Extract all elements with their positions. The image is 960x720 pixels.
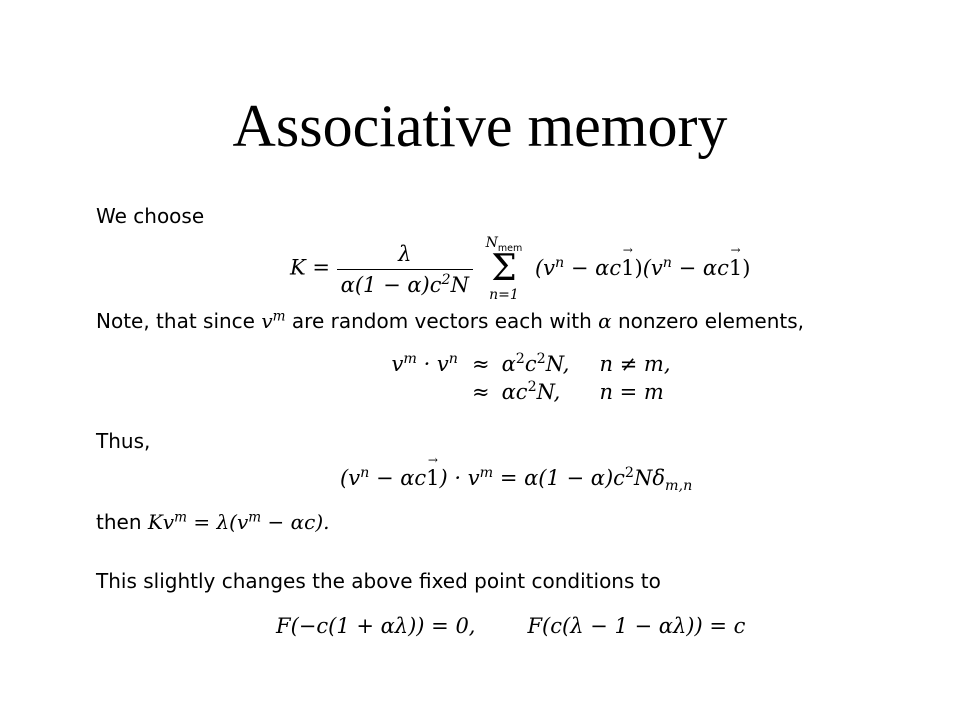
- approx-op-2: ≈: [472, 380, 490, 404]
- lhs-v1: v: [391, 352, 404, 376]
- lhs-sup1: m: [403, 351, 417, 367]
- eq-k-term2: (vn − αc1): [642, 243, 751, 280]
- approx-lhs-empty: [370, 378, 472, 406]
- then-eq-b: = λ(v: [187, 510, 249, 534]
- aligned-approximations: vm · vn ≈ α2c2N, n ≠ m, ≈ αc2N, n = m: [370, 350, 671, 406]
- thus-sup-n: n: [360, 465, 370, 481]
- thus-b: − αc: [369, 466, 427, 490]
- approx-row-2: ≈ αc2N, n = m: [370, 378, 671, 406]
- approx-rhs-2: αc2N,: [502, 378, 600, 406]
- note-v: v: [261, 309, 273, 333]
- equation-thus: (vn − αc1) · vm = α(1 − α)c2Nδm,n: [340, 453, 692, 493]
- t1-vector-one: 1: [621, 243, 635, 280]
- rhs1-c: N,: [545, 352, 570, 376]
- then-eq-c: − αc).: [261, 510, 330, 534]
- thus-sup-m: m: [479, 465, 494, 481]
- eq-k-numerator: λ: [336, 239, 473, 270]
- t1-mid: − αc: [564, 255, 622, 280]
- note-part-c: nonzero elements,: [611, 309, 805, 333]
- lhs-dot: · v: [416, 352, 449, 376]
- sum-lower-limit: n=1: [489, 287, 519, 303]
- t2-close: ): [742, 255, 751, 280]
- thus-a: (v: [340, 466, 361, 490]
- text-note-random-vectors: Note, that since vm are random vectors e…: [96, 308, 804, 334]
- slide-title: Associative memory: [232, 93, 728, 159]
- eq-k-fraction: λ α(1 − α)c2N: [336, 239, 473, 300]
- eq-k-den-b: N: [450, 272, 469, 297]
- t2-sup: n: [662, 254, 672, 271]
- approx-rhs-1: α2c2N,: [502, 350, 600, 378]
- fixed-right: F(c(λ − 1 − αλ)) = c: [527, 614, 746, 638]
- approx-row-1: vm · vn ≈ α2c2N, n ≠ m,: [370, 350, 671, 378]
- thus-vector-one: 1: [426, 453, 440, 490]
- rhs1-sup-a: 2: [515, 351, 525, 367]
- thus-sup-2: 2: [624, 465, 634, 481]
- equation-k: K = λ α(1 − α)c2N Nmem Σ n=1 (vn − αc1)(…: [290, 234, 750, 304]
- then-eq-a: Kv: [147, 510, 175, 534]
- t1-close: ): [634, 255, 643, 280]
- t1-open: (v: [534, 255, 556, 280]
- approx-cond-1: n ≠ m,: [599, 352, 671, 376]
- thus-sub: m,n: [665, 478, 693, 495]
- eq-k-denominator: α(1 − α)c2N: [337, 270, 473, 300]
- t2-vector-one: 1: [729, 243, 743, 280]
- fixed-left: F(−c(1 + αλ)) = 0,: [276, 614, 476, 638]
- rhs1-sup-b: 2: [536, 351, 546, 367]
- eq-k-den-a: α(1 − α)c: [340, 272, 442, 297]
- rhs1-a: α: [501, 352, 516, 376]
- equation-fixed-point: F(−c(1 + αλ)) = 0, F(c(λ − 1 − αλ)) = c: [276, 614, 745, 638]
- sum-upper-sub: mem: [497, 242, 523, 254]
- sum-upper-var: N: [485, 235, 498, 251]
- sum-upper-limit: Nmem: [485, 234, 523, 254]
- then-word: then: [96, 510, 148, 534]
- note-alpha: α: [598, 309, 612, 333]
- thus-c: ) · v: [439, 466, 480, 490]
- note-v-sup: m: [272, 308, 286, 325]
- text-we-choose: We choose: [96, 204, 205, 228]
- rhs2-sup: 2: [527, 379, 537, 395]
- thus-e: Nδ: [634, 466, 666, 490]
- eq-k-den-sup: 2: [441, 271, 451, 288]
- rhs1-b: c: [524, 352, 537, 376]
- approx-cond-2: n = m: [599, 380, 664, 404]
- text-fixed-point: This slightly changes the above fixed po…: [96, 569, 661, 593]
- text-then: then Kvm = λ(vm − αc).: [96, 509, 329, 535]
- approx-lhs: vm · vn: [370, 350, 472, 378]
- note-part-b: are random vectors each with: [285, 309, 599, 333]
- then-eq-sup: m: [174, 509, 187, 526]
- eq-k-lhs: K =: [290, 255, 330, 280]
- lhs-sup2: n: [448, 351, 458, 367]
- rhs2-a: αc: [501, 380, 528, 404]
- thus-d: = α(1 − α)c: [493, 466, 625, 490]
- approx-op-1: ≈: [472, 352, 490, 376]
- eq-k-term1: (vn − αc1): [534, 243, 643, 280]
- text-thus: Thus,: [96, 429, 151, 453]
- t1-sup: n: [555, 254, 565, 271]
- then-eq-sup2: m: [248, 509, 262, 526]
- rhs2-b: N,: [536, 380, 561, 404]
- eq-k-summation: Nmem Σ n=1: [486, 234, 523, 304]
- note-part-a: Note, that since: [96, 309, 262, 333]
- t2-open: (v: [642, 255, 663, 280]
- sigma-symbol: Σ: [491, 248, 517, 289]
- t2-mid: − αc: [671, 255, 729, 280]
